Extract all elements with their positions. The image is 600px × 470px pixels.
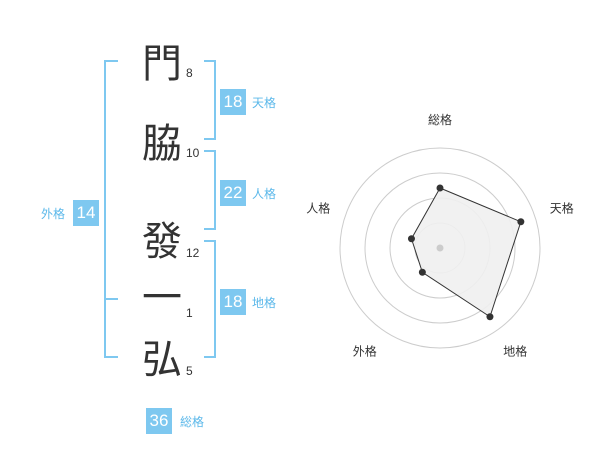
name-char-2: 脇 (142, 121, 182, 167)
stroke-count-1: 8 (186, 66, 193, 80)
name-char-3: 發 (142, 219, 182, 265)
radar-axis-label: 天格 (550, 200, 574, 215)
jinkaku-bracket (204, 150, 216, 230)
stroke-count-4: 1 (186, 306, 193, 320)
stroke-count-2: 10 (186, 146, 200, 160)
soukaku-label: 総格 (180, 415, 205, 429)
radar-axis-label: 総格 (428, 112, 452, 127)
name-char-5: 弘 (142, 337, 182, 383)
chikaku-bracket (204, 240, 216, 358)
radar-axis-label: 人格 (306, 200, 330, 215)
radar-point (407, 235, 415, 243)
radar-area (410, 187, 522, 318)
radar-ring (339, 147, 541, 349)
radar-center (436, 244, 444, 252)
gaikaku-divider (104, 298, 118, 300)
radar-axis-label: 地格 (503, 344, 527, 359)
jinkaku-label: 人格 (252, 187, 277, 201)
stroke-count-5: 5 (186, 364, 193, 378)
stroke-count-3: 12 (186, 246, 200, 260)
radar-point (517, 218, 525, 226)
tenkaku-value: 18 (220, 89, 246, 115)
jinkaku-value: 22 (220, 180, 246, 206)
tenkaku-bracket (204, 60, 216, 140)
chikaku-value: 18 (220, 289, 246, 315)
radar-axis-label: 外格 (353, 344, 377, 359)
gaikaku-bracket (104, 60, 118, 358)
gaikaku-value: 14 (73, 200, 99, 226)
name-char-1: 門 (142, 41, 182, 87)
soukaku-value: 36 (146, 408, 172, 434)
gaikaku-label: 外格 (41, 207, 66, 221)
radar-point (436, 184, 444, 192)
name-char-4: 一 (142, 275, 182, 321)
radar-point (418, 268, 426, 276)
chikaku-label: 地格 (252, 296, 277, 310)
tenkaku-label: 天格 (252, 96, 277, 110)
radar-ring (364, 172, 516, 324)
radar-point (486, 313, 494, 321)
